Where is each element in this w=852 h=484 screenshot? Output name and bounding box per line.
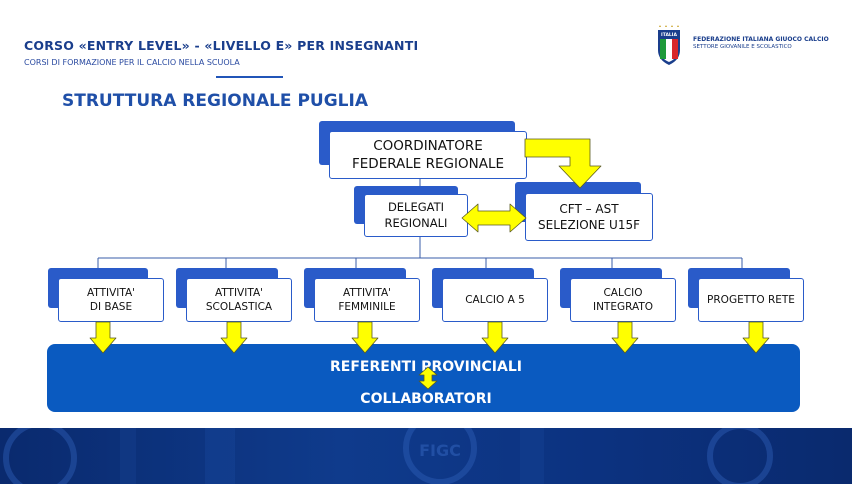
cft-label: CFT – AST SELEZIONE U15F [538, 201, 640, 232]
down-arrow-4-icon [481, 321, 509, 354]
attivita-femminile-node: ATTIVITA' FEMMINILE [314, 278, 420, 322]
double-arrow-delegati-cft-icon [461, 203, 527, 233]
calcio-a5-node: CALCIO A 5 [442, 278, 548, 322]
progetto-rete-node: PROGETTO RETE [698, 278, 804, 322]
progetto-rete-label: PROGETTO RETE [707, 293, 795, 306]
attivita-scolastica-node: ATTIVITA' SCOLASTICA [186, 278, 292, 322]
attivita-femminile-label: ATTIVITA' FEMMINILE [338, 286, 396, 313]
calcio-a5-label: CALCIO A 5 [465, 293, 525, 306]
attivita-scolastica-label: ATTIVITA' SCOLASTICA [205, 286, 273, 313]
logo-text: ITALIA [661, 32, 677, 38]
down-arrow-2-icon [220, 321, 248, 354]
course-subtitle: CORSI DI FORMAZIONE PER IL CALCIO NELLA … [24, 58, 240, 67]
down-arrow-3-icon [351, 321, 379, 354]
footer-watermark-text: FIGC [419, 441, 461, 460]
double-arrow-referenti-collaboratori-icon [418, 366, 438, 390]
attivita-base-label: ATTIVITA' DI BASE [86, 286, 136, 313]
referenti-provinciali-label: REFERENTI PROVINCIALI [330, 359, 522, 375]
federation-sector: SETTORE GIOVANILE E SCOLASTICO [693, 44, 792, 50]
down-arrow-5-icon [611, 321, 639, 354]
cft-node: CFT – AST SELEZIONE U15F [525, 193, 653, 241]
figc-shield-logo: ITALIA [658, 25, 680, 65]
arrow-coordinatore-to-cft-icon [524, 138, 602, 189]
collaboratori-label: COLLABORATORI [360, 391, 492, 407]
delegati-label: DELEGATI REGIONALI [384, 199, 448, 230]
header-divider [216, 76, 283, 78]
referenti-panel [47, 344, 800, 412]
footer-watermark-icon: FIGC [3, 428, 773, 484]
coordinatore-label: COORDINATORE FEDERALE REGIONALE [352, 137, 504, 172]
course-title: CORSO «ENTRY LEVEL» - «LIVELLO E» PER IN… [24, 38, 419, 53]
down-arrow-1-icon [89, 321, 117, 354]
footer-banner: FIGC [0, 428, 852, 484]
attivita-base-node: ATTIVITA' DI BASE [58, 278, 164, 322]
coordinatore-node: COORDINATORE FEDERALE REGIONALE [329, 131, 527, 179]
section-title: STRUTTURA REGIONALE PUGLIA [62, 91, 368, 111]
down-arrow-6-icon [742, 321, 770, 354]
calcio-integrato-node: CALCIO INTEGRATO [570, 278, 676, 322]
federation-name: FEDERAZIONE ITALIANA GIUOCO CALCIO [693, 36, 829, 43]
calcio-integrato-label: CALCIO INTEGRATO [592, 286, 654, 313]
